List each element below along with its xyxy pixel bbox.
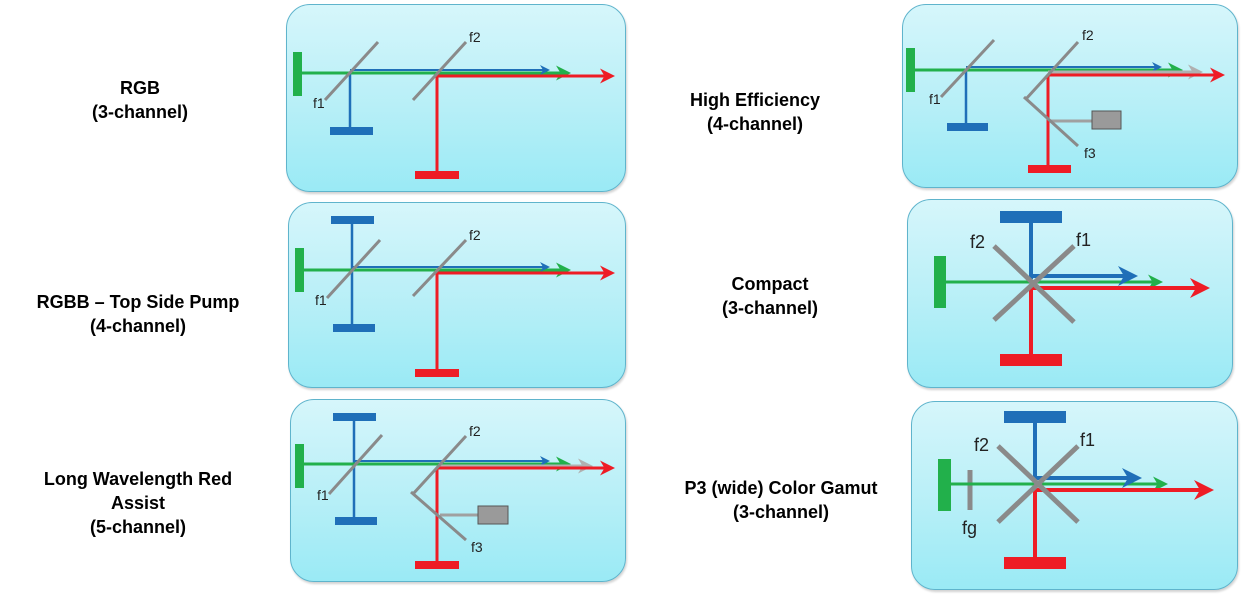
blue-led-source: [1004, 411, 1066, 423]
diagram-high-efficiency: f1 f2 f3: [906, 27, 1225, 173]
filter-label-f1: f1: [313, 95, 325, 111]
dichroic-filter-f2: [1024, 40, 1080, 101]
config-channels: (3-channel): [732, 502, 829, 522]
dichroic-filter-f3: [410, 490, 467, 542]
diagram-panel-high-efficiency: [902, 4, 1238, 188]
filter-label-f3: f3: [1084, 145, 1096, 161]
filter-label-f2: f2: [469, 227, 481, 243]
config-label-rgb: RGB (3-channel): [70, 76, 210, 124]
config-label-high-efficiency: High Efficiency (4-channel): [662, 88, 848, 136]
config-title: RGBB – Top Side Pump: [36, 292, 240, 312]
dichroic-filter-f1: [325, 238, 382, 300]
blue-led-source: [330, 127, 373, 135]
filter-label-f1: f1: [317, 487, 329, 503]
diagram-long-wavelength: f1 f2 f3: [295, 413, 615, 569]
cross-filter-f1: [992, 244, 1076, 322]
filter-label-f2: f2: [469, 423, 481, 439]
filter-label-f1: f1: [929, 91, 941, 107]
blue-led-source: [947, 123, 988, 131]
red-led-source: [415, 171, 459, 179]
cross-filter-f1: [996, 444, 1080, 524]
filter-label-f1: f1: [1080, 430, 1095, 450]
red-led-source: [415, 369, 459, 377]
bottom-blue-led-source: [333, 324, 375, 332]
config-channels: (4-channel): [706, 114, 803, 134]
config-title-line2: Assist: [110, 493, 166, 513]
diagram-panel-p3: [911, 401, 1238, 590]
config-label-rgbb: RGBB – Top Side Pump (4-channel): [10, 290, 266, 338]
filter-label-f2: f2: [1082, 27, 1094, 43]
config-title: RGB: [120, 78, 160, 98]
green-led-source: [938, 459, 951, 511]
long-wavelength-led-source: [477, 505, 509, 525]
high-efficiency-led-source: [1091, 110, 1122, 130]
dichroic-filter-f1: [327, 433, 384, 496]
green-led-source: [934, 256, 946, 308]
filter-label-f2: f2: [974, 435, 989, 455]
blue-led-source: [1000, 211, 1062, 223]
config-label-long-wavelength: Long Wavelength Red Assist (5-channel): [20, 467, 256, 539]
diagram-panel-compact: [907, 199, 1233, 388]
config-label-p3: P3 (wide) Color Gamut (3-channel): [660, 476, 902, 524]
diagram-panel-long-wavelength: [290, 399, 626, 582]
filter-label-f2: f2: [970, 232, 985, 252]
config-channels: (3-channel): [721, 298, 818, 318]
top-blue-led-source: [333, 413, 376, 421]
config-title: P3 (wide) Color Gamut: [684, 478, 878, 498]
config-title: Long Wavelength Red: [43, 469, 233, 489]
filter-label-f1: f1: [1076, 230, 1091, 250]
bottom-blue-led-source: [335, 517, 377, 525]
diagram-rgb: f1 f2: [293, 29, 615, 179]
dichroic-filter-f1: [939, 38, 996, 99]
red-led-source: [1004, 557, 1066, 569]
filter-label-f2: f2: [469, 29, 481, 45]
config-title: Compact: [731, 274, 809, 294]
diagram-compact: f2 f1: [934, 211, 1210, 366]
red-led-source: [415, 561, 459, 569]
red-led-source: [1000, 354, 1062, 366]
green-led-source: [906, 48, 915, 92]
top-blue-led-source: [331, 216, 374, 224]
green-led-source: [293, 52, 302, 96]
config-channels: (4-channel): [89, 316, 186, 336]
dichroic-filter-f1: [323, 40, 380, 102]
dichroic-filter-f2: [411, 238, 468, 298]
filter-label-fg: fg: [962, 518, 977, 538]
diagram-panel-rgb: [286, 4, 626, 192]
green-led-source: [295, 248, 304, 292]
filter-label-f1: f1: [315, 292, 327, 308]
diagram-rgbb: f1 f2: [295, 216, 615, 377]
dichroic-filter-f2: [411, 40, 468, 102]
diagram-p3: f2 f1 fg: [938, 411, 1214, 569]
config-title: High Efficiency: [689, 90, 821, 110]
config-label-compact: Compact (3-channel): [690, 272, 850, 320]
red-led-source: [1028, 165, 1071, 173]
config-channels: (3-channel): [91, 102, 188, 122]
dichroic-filter-f2: [411, 434, 468, 496]
green-led-source: [295, 444, 304, 488]
dichroic-filter-f3: [1022, 95, 1080, 148]
config-channels: (5-channel): [89, 517, 186, 537]
filter-label-f3: f3: [471, 539, 483, 555]
diagram-panel-rgbb: [288, 202, 626, 388]
